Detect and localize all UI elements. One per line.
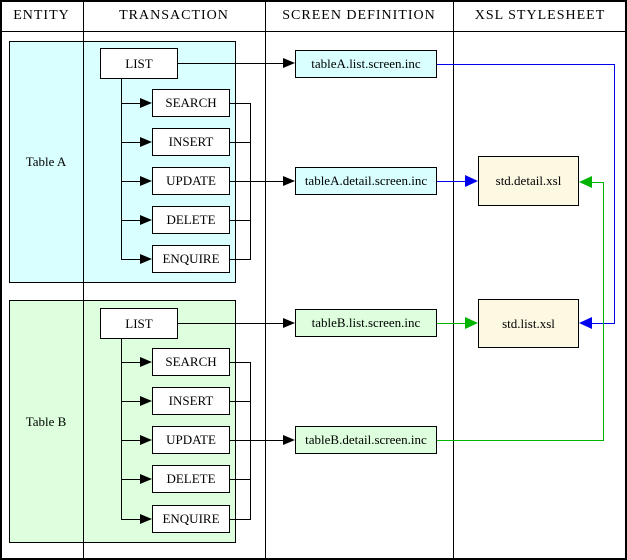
connector-line bbox=[230, 479, 251, 480]
transaction-box-delete-b: DELETE bbox=[152, 465, 230, 493]
transaction-box-enquire-a: ENQUIRE bbox=[152, 245, 230, 273]
arrowhead-green-icon bbox=[465, 317, 478, 329]
column-divider-screen-xsl bbox=[453, 0, 454, 560]
connector-line-blue bbox=[437, 181, 466, 182]
transaction-box-update-a: UPDATE bbox=[152, 167, 230, 195]
connector-line bbox=[250, 362, 251, 520]
connector-line bbox=[121, 339, 122, 520]
transaction-box-update-b: UPDATE bbox=[152, 426, 230, 454]
arrowhead-icon bbox=[283, 58, 295, 68]
connector-line bbox=[121, 220, 141, 221]
connector-line-green bbox=[603, 182, 604, 441]
column-header-entity: ENTITY bbox=[13, 8, 70, 23]
connector-line bbox=[230, 519, 251, 520]
entity-label-table-b: Table B bbox=[25, 413, 67, 429]
connector-line bbox=[121, 103, 141, 104]
screen-box-tablea-detail: tableA.detail.screen.inc bbox=[295, 167, 437, 195]
connector-line bbox=[121, 259, 141, 260]
transaction-box-list-a: LIST bbox=[100, 48, 178, 79]
transaction-box-search-b: SEARCH bbox=[152, 348, 230, 376]
column-header-transaction: TRANSACTION bbox=[119, 8, 229, 23]
connector-line-blue bbox=[614, 64, 615, 324]
connector-line bbox=[230, 142, 251, 143]
connector-line-green bbox=[437, 440, 604, 441]
arrowhead-icon bbox=[140, 514, 152, 524]
connector-line-green bbox=[592, 182, 604, 183]
connector-line bbox=[230, 181, 283, 182]
transaction-box-insert-b: INSERT bbox=[152, 387, 230, 415]
column-divider-entity-transaction bbox=[83, 0, 84, 560]
transaction-box-delete-a: DELETE bbox=[152, 206, 230, 234]
connector-line bbox=[230, 220, 251, 221]
connector-line bbox=[230, 103, 251, 104]
arrowhead-icon bbox=[283, 435, 295, 445]
transaction-box-search-a: SEARCH bbox=[152, 89, 230, 117]
transaction-box-enquire-b: ENQUIRE bbox=[152, 505, 230, 533]
arrowhead-icon bbox=[140, 176, 152, 186]
connector-line bbox=[178, 63, 283, 64]
arrowhead-blue-icon bbox=[465, 175, 478, 187]
arrowhead-icon bbox=[140, 396, 152, 406]
arrowhead-blue-icon bbox=[579, 317, 592, 329]
arrowhead-icon bbox=[140, 435, 152, 445]
arrowhead-icon bbox=[140, 254, 152, 264]
connector-line-blue bbox=[437, 64, 615, 65]
column-divider-transaction-screen bbox=[265, 0, 266, 560]
connector-line bbox=[178, 323, 283, 324]
connector-line bbox=[121, 142, 141, 143]
entity-group-table-b bbox=[9, 300, 236, 543]
arrowhead-icon bbox=[140, 215, 152, 225]
entity-group-table-a bbox=[9, 41, 236, 283]
transaction-box-list-b: LIST bbox=[100, 308, 178, 339]
transaction-box-insert-a: INSERT bbox=[152, 128, 230, 156]
connector-line bbox=[230, 440, 283, 441]
screen-box-tablea-list: tableA.list.screen.inc bbox=[295, 50, 437, 78]
connector-line bbox=[230, 259, 251, 260]
entity-label-table-a: Table A bbox=[25, 154, 67, 169]
connector-line bbox=[121, 519, 141, 520]
screen-box-tableb-detail: tableB.detail.screen.inc bbox=[295, 426, 437, 454]
connector-line bbox=[121, 440, 141, 441]
arrowhead-icon bbox=[140, 357, 152, 367]
arrowhead-green-icon bbox=[579, 176, 592, 188]
connector-line bbox=[121, 79, 122, 260]
connector-line bbox=[121, 479, 141, 480]
xsl-box-std-list: std.list.xsl bbox=[478, 299, 579, 348]
arrowhead-icon bbox=[283, 176, 295, 186]
connector-line bbox=[121, 181, 141, 182]
arrowhead-icon bbox=[140, 474, 152, 484]
connector-line bbox=[121, 401, 141, 402]
connector-line bbox=[230, 401, 251, 402]
connector-line bbox=[121, 362, 141, 363]
header-divider bbox=[0, 31, 627, 32]
arrowhead-icon bbox=[140, 137, 152, 147]
screen-box-tableb-list: tableB.list.screen.inc bbox=[295, 309, 437, 337]
arrowhead-icon bbox=[140, 98, 152, 108]
column-header-xsl-stylesheet: XSL STYLESHEET bbox=[474, 8, 606, 23]
connector-line-green bbox=[437, 323, 466, 324]
arrowhead-icon bbox=[283, 318, 295, 328]
xsl-box-std-detail: std.detail.xsl bbox=[478, 156, 579, 206]
connector-line bbox=[230, 362, 251, 363]
column-header-screen-definition: SCREEN DEFINITION bbox=[282, 8, 436, 23]
